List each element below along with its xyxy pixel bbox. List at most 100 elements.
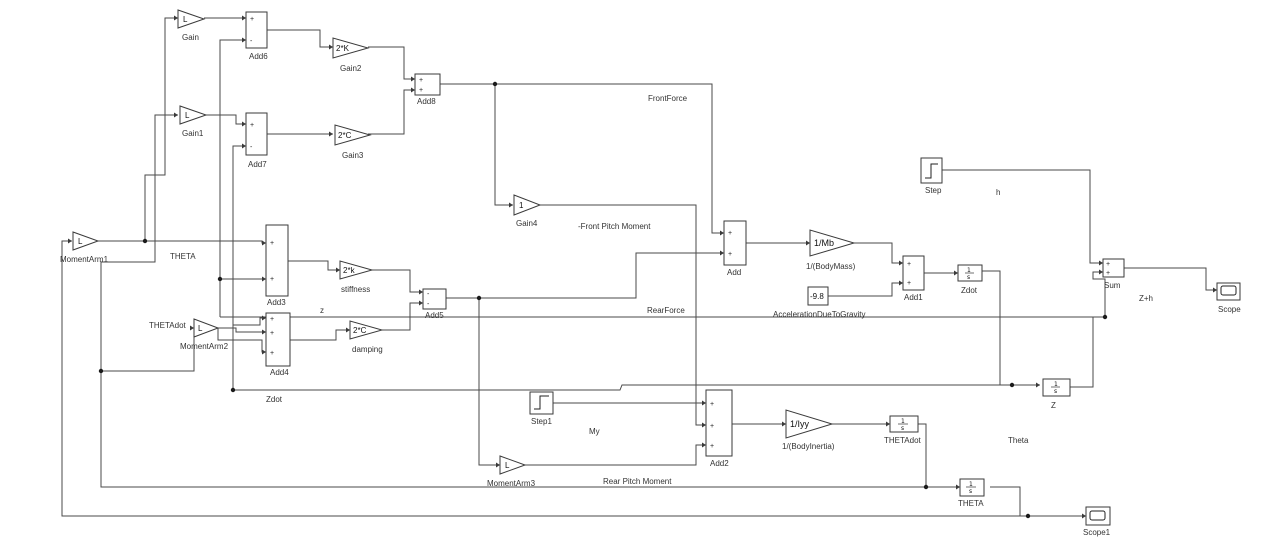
moment-arm2-block[interactable]: L MomentArm2 bbox=[180, 318, 229, 351]
svg-text:Add6: Add6 bbox=[249, 52, 268, 61]
svg-text:-9.8: -9.8 bbox=[810, 292, 824, 301]
signal-labels: FrontForce -Front Pitch Moment THETA THE… bbox=[149, 94, 1153, 486]
svg-text:+: + bbox=[907, 261, 911, 268]
svg-text:Zdot: Zdot bbox=[961, 286, 978, 295]
svg-text:damping: damping bbox=[352, 345, 383, 354]
gain4-block[interactable]: 1 Gain4 bbox=[513, 194, 542, 228]
h-signal-label: h bbox=[996, 188, 1000, 197]
svg-text:+: + bbox=[419, 77, 423, 84]
svg-text:Step1: Step1 bbox=[531, 417, 552, 426]
step1-block[interactable]: Step1 bbox=[529, 391, 554, 426]
svg-text:Add3: Add3 bbox=[267, 298, 286, 307]
add5-block[interactable]: - - Add5 bbox=[422, 288, 447, 320]
rear-force-label: RearForce bbox=[647, 306, 685, 315]
svg-text:1: 1 bbox=[969, 481, 973, 488]
front-force-label: FrontForce bbox=[648, 94, 688, 103]
svg-text:+: + bbox=[907, 280, 911, 287]
svg-text:L: L bbox=[505, 461, 510, 470]
theta-signal-label: THETA bbox=[170, 252, 196, 261]
body-inertia-gain-block[interactable]: 1/Iyy 1/(BodyInertia) bbox=[782, 409, 835, 451]
svg-text:2*C: 2*C bbox=[353, 326, 367, 335]
zdot-integrator-block[interactable]: 1 s Zdot bbox=[957, 264, 983, 295]
svg-text:MomentArm1: MomentArm1 bbox=[60, 255, 109, 264]
svg-text:+: + bbox=[270, 350, 274, 357]
svg-text:s: s bbox=[901, 425, 904, 432]
svg-text:L: L bbox=[185, 111, 190, 120]
thetadot-signal-label: THETAdot bbox=[149, 321, 187, 330]
svg-text:AccelerationDueToGravity: AccelerationDueToGravity bbox=[773, 310, 865, 319]
svg-text:2*C: 2*C bbox=[338, 131, 352, 140]
z-plus-h-label: Z+h bbox=[1139, 294, 1153, 303]
add7-block[interactable]: + - Add7 bbox=[245, 112, 268, 169]
z-integrator-block[interactable]: 1 s Z bbox=[1042, 378, 1071, 410]
svg-text:+: + bbox=[710, 443, 714, 450]
body-mass-gain-block[interactable]: 1/Mb 1/(BodyMass) bbox=[806, 229, 856, 271]
svg-text:L: L bbox=[183, 15, 188, 24]
add8-block[interactable]: + + Add8 bbox=[414, 73, 441, 106]
scope1-block[interactable]: Scope1 bbox=[1083, 506, 1111, 537]
svg-text:+: + bbox=[270, 276, 274, 283]
svg-text:Add: Add bbox=[727, 268, 741, 277]
sum-block[interactable]: + + Sum bbox=[1102, 258, 1125, 290]
svg-text:Gain1: Gain1 bbox=[182, 129, 204, 138]
moment-arm1-block[interactable]: L MomentArm1 bbox=[60, 231, 109, 264]
svg-text:-: - bbox=[427, 291, 430, 298]
svg-text:Step: Step bbox=[925, 186, 942, 195]
svg-text:+: + bbox=[270, 240, 274, 247]
svg-text:+: + bbox=[270, 330, 274, 337]
svg-text:MomentArm3: MomentArm3 bbox=[487, 479, 536, 488]
svg-text:L: L bbox=[78, 237, 83, 246]
svg-text:+: + bbox=[1106, 261, 1110, 268]
thetadot-integrator-block[interactable]: 1 s THETAdot bbox=[884, 415, 922, 445]
svg-text:+: + bbox=[728, 230, 732, 237]
svg-text:Z: Z bbox=[1051, 401, 1056, 410]
svg-text:+: + bbox=[250, 122, 254, 129]
svg-text:L: L bbox=[198, 324, 203, 333]
add2-block[interactable]: + + + Add2 bbox=[705, 389, 733, 468]
add-block[interactable]: + + Add bbox=[723, 220, 747, 277]
add3-block[interactable]: + + Add3 bbox=[265, 224, 289, 307]
gain-block[interactable]: L Gain bbox=[177, 9, 206, 42]
svg-text:Add8: Add8 bbox=[417, 97, 436, 106]
svg-text:1: 1 bbox=[967, 267, 971, 274]
svg-text:stiffness: stiffness bbox=[341, 285, 370, 294]
arrowheads bbox=[68, 15, 1217, 519]
add6-block[interactable]: + - Add6 bbox=[245, 11, 268, 61]
svg-text:THETAdot: THETAdot bbox=[884, 436, 922, 445]
svg-text:+: + bbox=[728, 251, 732, 258]
svg-text:+: + bbox=[1106, 270, 1110, 277]
add4-block[interactable]: + + + Add4 bbox=[265, 312, 291, 377]
svg-text:+: + bbox=[419, 87, 423, 94]
front-pitch-moment-label: -Front Pitch Moment bbox=[578, 222, 651, 231]
svg-text:-: - bbox=[250, 144, 253, 151]
svg-text:Add7: Add7 bbox=[248, 160, 267, 169]
svg-text:Add2: Add2 bbox=[710, 459, 729, 468]
stiffness-block[interactable]: 2*k stiffness bbox=[339, 260, 374, 294]
svg-text:Add5: Add5 bbox=[425, 311, 444, 320]
step-block[interactable]: Step bbox=[920, 157, 943, 195]
svg-text:+: + bbox=[270, 316, 274, 323]
svg-text:s: s bbox=[969, 488, 972, 495]
svg-text:THETA: THETA bbox=[958, 499, 984, 508]
gravity-constant-block[interactable]: -9.8 AccelerationDueToGravity bbox=[773, 286, 865, 319]
damping-block[interactable]: 2*C damping bbox=[349, 320, 384, 354]
svg-text:Scope: Scope bbox=[1218, 305, 1241, 314]
svg-text:Add1: Add1 bbox=[904, 293, 923, 302]
svg-text:-: - bbox=[427, 301, 430, 308]
gain2-block[interactable]: 2*K Gain2 bbox=[332, 37, 370, 73]
svg-text:1/(BodyMass): 1/(BodyMass) bbox=[806, 262, 856, 271]
add1-block[interactable]: + + Add1 bbox=[902, 255, 925, 302]
svg-text:s: s bbox=[1054, 388, 1057, 395]
svg-text:-: - bbox=[250, 38, 253, 45]
scope-block[interactable]: Scope bbox=[1216, 282, 1241, 314]
gain1-block[interactable]: L Gain1 bbox=[179, 105, 208, 138]
gain3-block[interactable]: 2*C Gain3 bbox=[334, 124, 372, 160]
z-signal-label: z bbox=[320, 306, 324, 315]
svg-text:+: + bbox=[250, 16, 254, 23]
svg-text:+: + bbox=[710, 401, 714, 408]
svg-text:Scope1: Scope1 bbox=[1083, 528, 1111, 537]
theta-integrator-block[interactable]: 1 s THETA bbox=[958, 478, 985, 508]
moment-arm3-block[interactable]: L MomentArm3 bbox=[487, 455, 536, 488]
my-signal-label: My bbox=[589, 427, 600, 436]
